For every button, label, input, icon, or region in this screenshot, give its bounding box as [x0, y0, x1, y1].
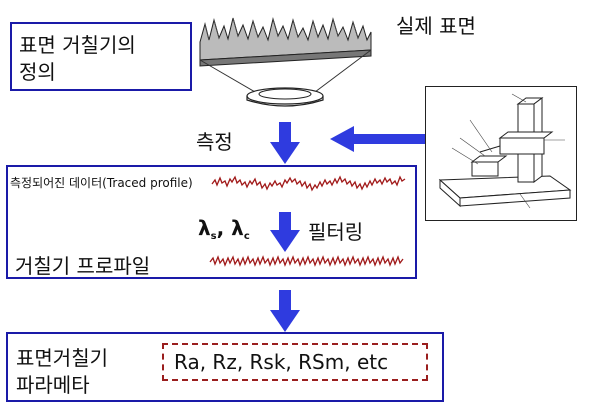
parameters-title-line1: 표면거칠기	[16, 346, 108, 370]
arrow-down-icon-measure	[270, 122, 300, 164]
parameters-title-line2: 파라메타	[16, 373, 90, 397]
arrow-left-icon	[330, 126, 425, 152]
definition-title-line1: 표면 거칠기의	[19, 33, 136, 57]
lambda-labels: λs, λc	[198, 216, 250, 242]
parameters-list: Ra, Rz, Rsk, RSm, etc	[174, 350, 389, 374]
filter-label: 필터링	[308, 220, 364, 244]
measure-label: 측정	[196, 130, 233, 154]
rough-surface-illustration	[199, 17, 372, 107]
roughness-profile-waveform	[209, 255, 404, 267]
traced-profile-label-en: (Traced profile)	[102, 176, 193, 190]
arrow-down-icon-filter	[270, 212, 300, 252]
traced-profile-label: 측정되어진 데이터(Traced profile)	[10, 174, 193, 191]
traced-profile-waveform	[211, 175, 406, 192]
lambda-c-label: λc	[231, 216, 250, 242]
roughness-profile-label: 거칠기 프로파일	[15, 254, 151, 278]
traced-profile-label-ko: 측정되어진 데이터	[10, 176, 103, 190]
instrument-drawing	[438, 93, 572, 209]
arrow-down-icon-parameters	[270, 290, 300, 332]
definition-box	[10, 22, 192, 91]
definition-title-line2: 정의	[19, 60, 56, 84]
parameters-list-frame	[162, 343, 428, 381]
actual-surface-label: 실제 표면	[396, 14, 476, 38]
lambda-s-label: λs	[198, 216, 217, 242]
